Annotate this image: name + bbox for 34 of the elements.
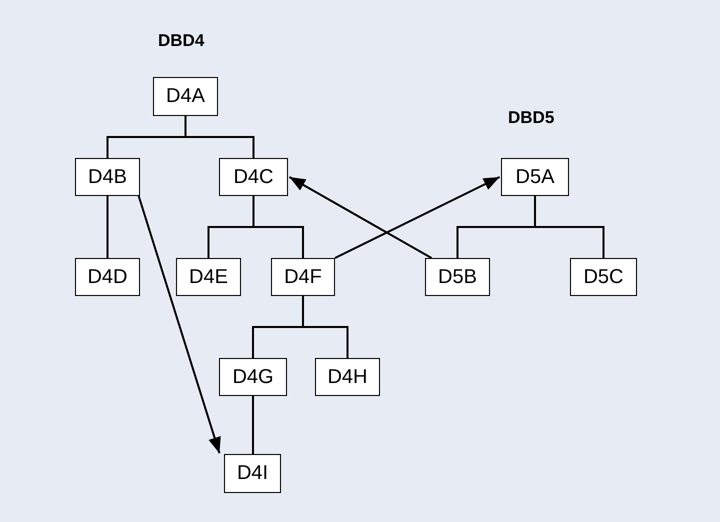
connector-line — [252, 396, 254, 454]
connector-line — [534, 196, 604, 258]
group-heading: DBD4 — [158, 31, 204, 51]
group-heading: DBD5 — [508, 108, 554, 128]
tree-node-box — [219, 158, 288, 196]
tree-node-box — [153, 77, 218, 116]
connector-line — [106, 196, 108, 258]
node-label: D4E — [189, 266, 228, 288]
node-label: D4C — [233, 166, 274, 188]
node-label: D4F — [284, 266, 322, 288]
node-label: D4B — [88, 166, 127, 188]
tree-node-box — [570, 258, 637, 296]
node-label: D5B — [438, 266, 477, 288]
tree-node-box — [219, 358, 287, 396]
arrow — [288, 176, 432, 259]
node-label: D4H — [327, 366, 368, 388]
node-label: D4G — [232, 366, 274, 388]
tree-node-box — [501, 158, 569, 196]
tree-node-box — [271, 258, 335, 296]
tree-node-box — [315, 358, 380, 396]
tree-node-box — [176, 258, 241, 296]
connector-line — [184, 116, 254, 158]
tree-node-box — [75, 158, 140, 196]
arrow — [138, 196, 221, 454]
tree-node-box — [75, 258, 140, 296]
node-label: D5C — [583, 266, 624, 288]
node-label: D5A — [516, 166, 554, 188]
node-label: D4D — [87, 266, 128, 288]
tree-node-box — [425, 258, 490, 296]
tree-node-box — [224, 454, 281, 493]
arrow — [334, 176, 500, 259]
node-label: D4A — [166, 85, 205, 108]
connector-line — [302, 296, 348, 358]
node-label: D4I — [236, 462, 268, 485]
